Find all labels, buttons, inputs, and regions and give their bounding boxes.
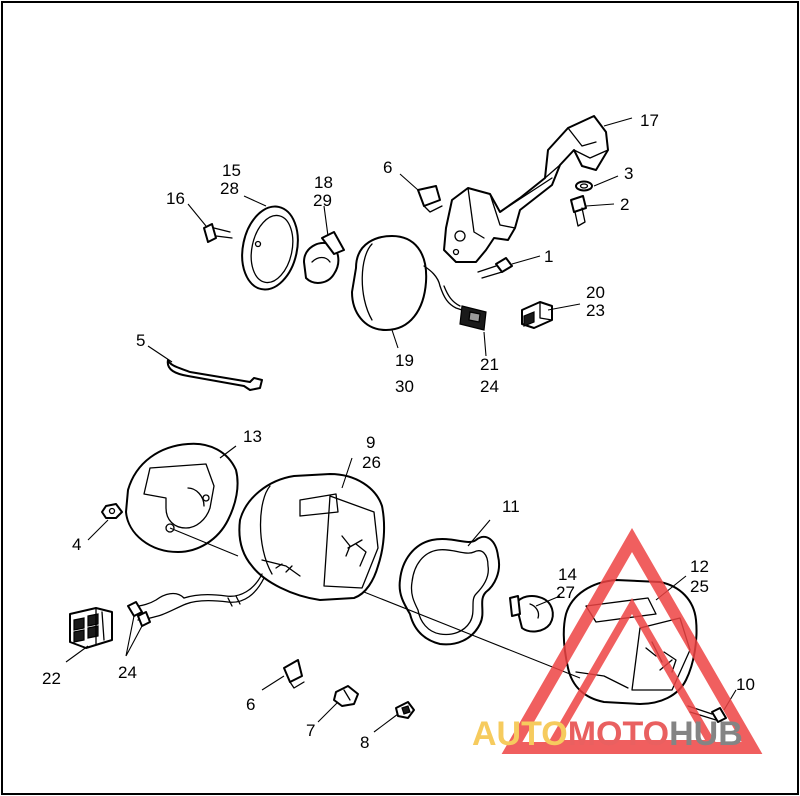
- callout-5: 5: [136, 331, 145, 350]
- callout-3: 3: [624, 164, 633, 183]
- clip-part-6-upper: [417, 185, 443, 213]
- tail-lamp-housing-part-9: [238, 473, 386, 601]
- callout-6-upper: 6: [383, 158, 392, 177]
- screw-part-1: [477, 257, 513, 279]
- connector-part-20: [521, 301, 553, 329]
- callout-29: 29: [313, 191, 332, 210]
- callout-labels: 17 3 2 1 6 16 15 28 18 29 19 30 20 23 21…: [42, 111, 755, 752]
- callout-20: 20: [586, 283, 605, 302]
- callout-4: 4: [72, 535, 81, 554]
- callout-28: 28: [220, 179, 239, 198]
- clip-part-7: [333, 685, 359, 707]
- clip-part-6-lower: [283, 659, 305, 689]
- backing-plate-part-13: [125, 442, 239, 553]
- callout-30: 30: [395, 377, 414, 396]
- callout-14: 14: [558, 565, 577, 584]
- callout-17: 17: [640, 111, 659, 130]
- terminals-part-24: [127, 601, 151, 627]
- callout-10: 10: [736, 675, 755, 694]
- wiring-harness: [129, 573, 265, 621]
- bolt-part-2: [570, 195, 587, 227]
- clip-part-8: [395, 701, 415, 719]
- watermark-word-hub: HUB: [669, 715, 743, 753]
- assembly-axis-lines: [169, 527, 581, 679]
- callout-22: 22: [42, 669, 61, 688]
- watermark-word-auto: AUTO: [472, 715, 568, 753]
- callout-26: 26: [362, 453, 381, 472]
- callout-11: 11: [502, 497, 520, 516]
- callout-1: 1: [544, 247, 553, 266]
- callout-6-lower: 6: [246, 695, 255, 714]
- callout-18: 18: [314, 173, 333, 192]
- washer-part-3: [575, 180, 593, 192]
- callout-15: 15: [222, 161, 241, 180]
- gasket-ring-part-15: [241, 205, 299, 291]
- callout-9: 9: [366, 433, 375, 452]
- callout-25: 25: [690, 577, 709, 596]
- nut-part-4: [101, 503, 123, 519]
- callout-8: 8: [360, 733, 369, 752]
- callout-2: 2: [620, 195, 629, 214]
- callout-12: 12: [690, 557, 709, 576]
- screw-part-16: [203, 223, 233, 243]
- wire-connector-part-21: [439, 285, 487, 331]
- lamp-housing-part-19: [351, 235, 441, 331]
- callout-27: 27: [556, 583, 575, 602]
- callout-16: 16: [166, 189, 185, 208]
- lens-gasket-part-11: [398, 535, 500, 646]
- callout-24-upper: 24: [480, 377, 499, 396]
- callout-23: 23: [586, 301, 605, 320]
- callout-21: 21: [480, 355, 499, 374]
- bulb-part-14: [509, 595, 554, 633]
- callout-7: 7: [306, 721, 315, 740]
- connector-block-part-22: [69, 607, 113, 649]
- callout-13: 13: [243, 427, 262, 446]
- svg-text:AUTOMOTOHUB: AUTOMOTOHUB: [472, 715, 743, 753]
- mounting-bracket-part-17: [443, 115, 609, 263]
- wire-strap-part-5: [166, 359, 263, 391]
- bulb-part-18: [303, 231, 345, 284]
- watermark-word-moto: MOTO: [568, 715, 669, 753]
- callout-24-lower: 24: [118, 663, 137, 682]
- watermark-triangle-inner: [545, 598, 719, 748]
- callout-19: 19: [395, 351, 414, 370]
- automotohub-watermark: AUTOMOTOHUB: [472, 527, 763, 754]
